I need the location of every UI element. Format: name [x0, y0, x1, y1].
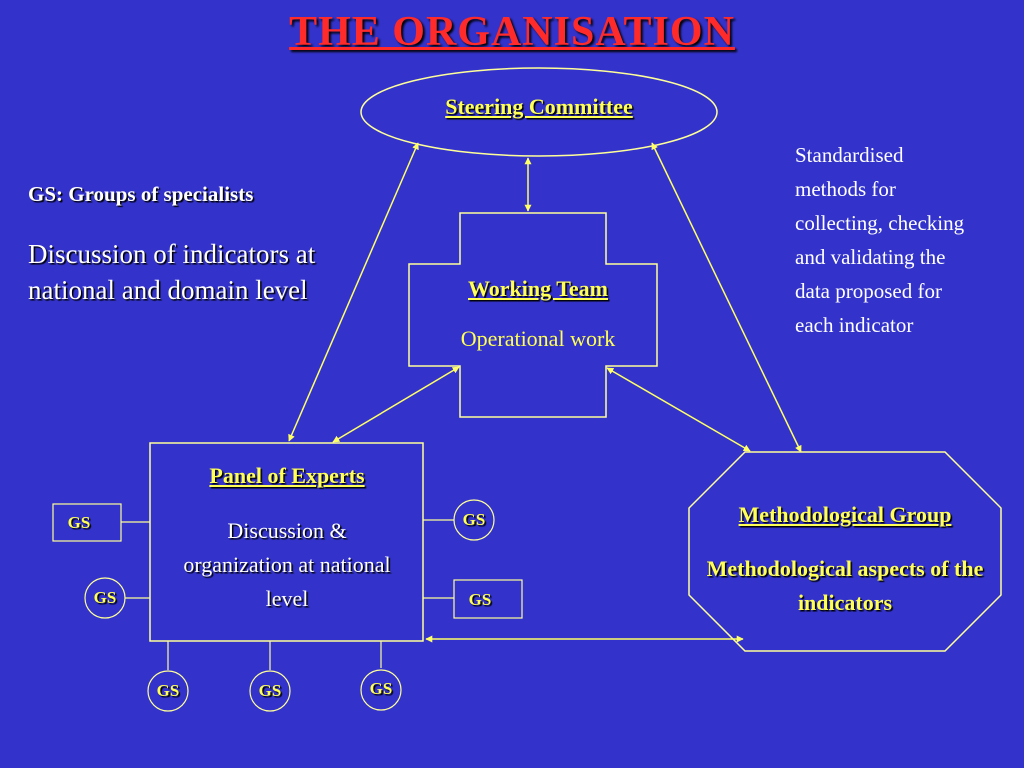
methodological-group-shape[interactable]	[688, 451, 1002, 652]
discussion-note: Discussion of indicators at national and…	[28, 239, 316, 305]
standardised-methods-note: Standardised methods for collecting, che…	[795, 143, 965, 337]
panel-of-experts-label: Panel of Experts	[209, 463, 365, 488]
gs-circle-bottom-1[interactable]	[147, 670, 189, 712]
gs-label: GS	[258, 681, 282, 700]
gs-circle-bottom-3[interactable]	[360, 669, 402, 711]
gs-label: GS	[93, 588, 117, 607]
gs-circle-right[interactable]	[453, 499, 495, 541]
gs-label: GS	[67, 513, 91, 532]
gs-circle-left[interactable]	[84, 577, 126, 619]
steering-committee-label: Steering Committee	[445, 94, 633, 119]
arrow-steering-panel	[288, 142, 419, 442]
gs-label: GS	[156, 681, 180, 700]
gs-box-left[interactable]	[52, 503, 122, 542]
methodological-group-label: Methodological Group	[738, 502, 952, 527]
panel-of-experts-shape[interactable]	[149, 442, 424, 642]
gs-label: GS	[468, 590, 492, 609]
working-team-description: Operational work	[460, 326, 616, 351]
gs-label: GS	[462, 510, 486, 529]
steering-committee-shape[interactable]	[360, 67, 718, 157]
page-title: THE ORGANISATION	[289, 9, 735, 55]
gs-legend: GS: Groups of specialists	[28, 182, 254, 206]
arrow-working-panel	[332, 366, 460, 443]
gs-box-right[interactable]	[453, 579, 523, 619]
gs-circle-bottom-2[interactable]	[249, 670, 291, 712]
working-team-shape[interactable]	[408, 212, 658, 418]
arrow-working-method	[606, 367, 751, 452]
methodological-group-description: Methodological aspects of the indicators	[706, 556, 984, 615]
panel-of-experts-description: Discussion & organization at national le…	[183, 518, 391, 611]
gs-label: GS	[369, 679, 393, 698]
arrow-steering-method	[651, 142, 802, 453]
working-team-label: Working Team	[468, 276, 608, 301]
